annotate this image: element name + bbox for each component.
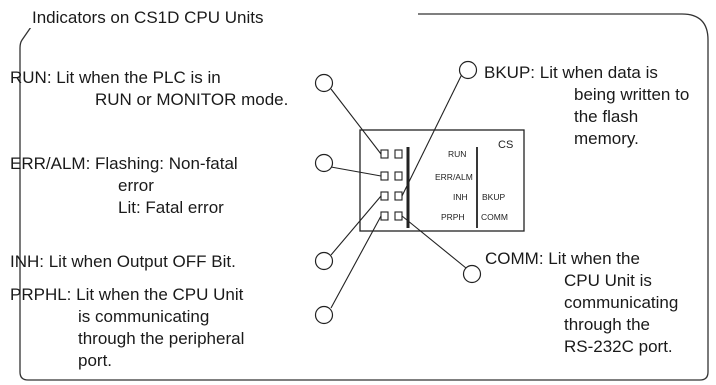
comm-desc-line-2: CPU Unit is <box>564 271 652 290</box>
leader-bkup <box>401 69 465 197</box>
leader-inh <box>330 195 382 256</box>
panel-label-cs: CS <box>498 139 513 151</box>
led-prph-left <box>380 211 389 221</box>
comm-desc-line-1: COMM: Lit when the <box>485 249 640 268</box>
run-desc-line-2: RUN or MONITOR mode. <box>95 90 289 109</box>
bkup-desc-line-3: the flash <box>574 107 639 126</box>
panel-label-prph: PRPH <box>441 212 465 222</box>
callout-circle-run <box>314 73 334 93</box>
led-comm-right <box>394 211 403 221</box>
leader-prph <box>330 215 382 309</box>
bkup-desc-line-1: BKUP: Lit when data is <box>484 63 658 82</box>
diagram-title: Indicators on CS1D CPU Units <box>26 7 270 28</box>
comm-desc-line-5: RS-232C port. <box>564 337 673 356</box>
leader-run <box>330 88 382 155</box>
bkup-desc-line-2: being written to <box>574 85 690 104</box>
prphl-desc-line-1: PRPHL: Lit when the CPU Unit <box>10 285 244 304</box>
leader-comm <box>401 215 467 269</box>
led-inh-left <box>380 191 389 201</box>
led-run-left <box>380 149 389 159</box>
comm-desc-line-3: communicating <box>564 293 679 312</box>
led-run-right <box>394 149 403 159</box>
callout-circle-err-alm <box>314 153 334 173</box>
err-alm-desc-line-3: Lit: Fatal error <box>118 198 224 217</box>
led-err-right <box>394 171 403 181</box>
leader-err-alm <box>330 166 382 177</box>
bkup-desc-line-4: memory. <box>574 129 639 148</box>
led-err-left <box>380 171 389 181</box>
panel-label-bkup: BKUP <box>482 192 505 202</box>
err-alm-desc-line-1: ERR/ALM: Flashing: Non-fatal <box>10 154 238 173</box>
callout-circle-prph <box>314 305 334 325</box>
prphl-desc-line-4: port. <box>78 351 113 370</box>
callout-circle-bkup <box>458 60 478 80</box>
prphl-desc-line-3: through the peripheral <box>78 329 245 348</box>
panel-label-inh: INH <box>453 192 468 202</box>
panel-label-err-alm: ERR/ALM <box>435 172 473 182</box>
callout-circle-comm <box>462 264 482 284</box>
frame-border <box>19 13 709 381</box>
callout-circle-inh <box>314 251 334 271</box>
run-desc-line-1: RUN: Lit when the PLC is in <box>10 68 221 87</box>
prphl-desc-line-2: is communicating <box>78 307 210 326</box>
inh-desc-line-1: INH: Lit when Output OFF Bit. <box>10 252 236 271</box>
panel-label-run: RUN <box>448 149 466 159</box>
panel-label-comm: COMM <box>481 212 508 222</box>
comm-desc-line-4: through the <box>564 315 651 334</box>
err-alm-desc-line-2: error <box>118 176 154 195</box>
led-bkup-right <box>394 191 403 201</box>
